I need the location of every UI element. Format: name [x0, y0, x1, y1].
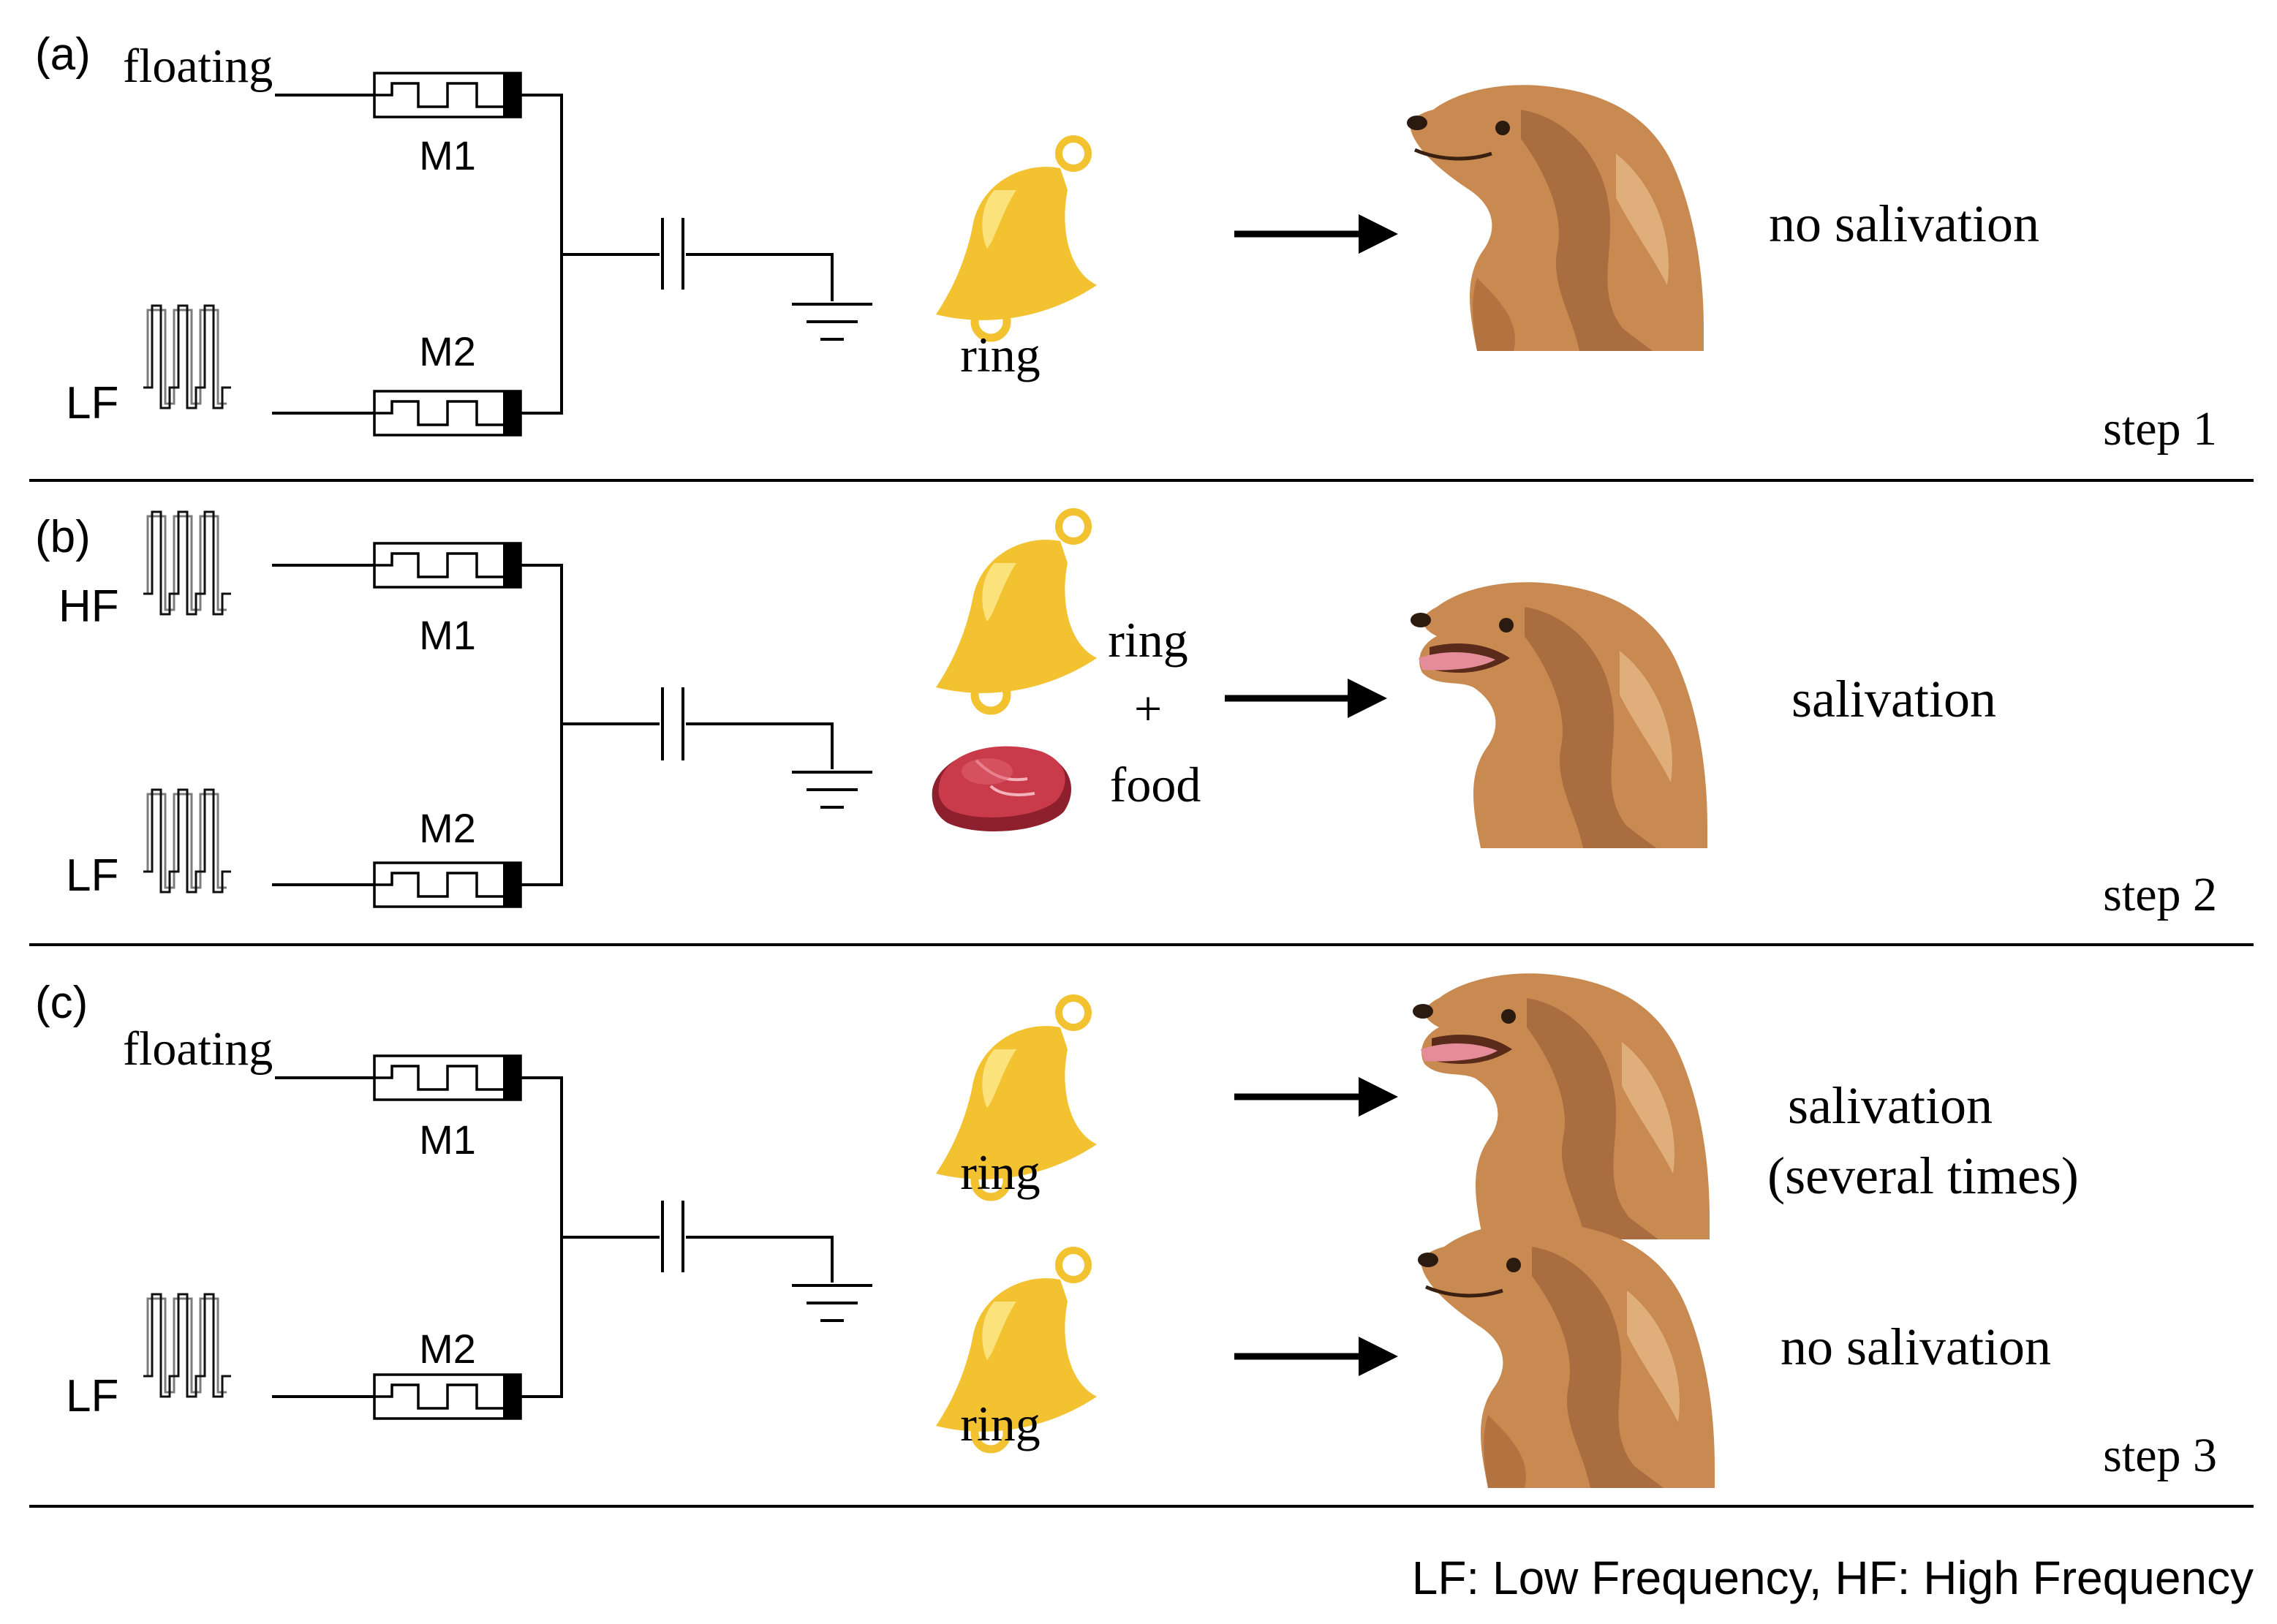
device-label: M1 [419, 132, 476, 178]
bottom-input-label: LF [66, 850, 118, 901]
capacitor-icon [661, 1201, 684, 1272]
device-label: M1 [419, 1117, 476, 1163]
top-input-label: floating [123, 1022, 273, 1076]
panel-a: (a) floating M1 LF M2 ring no salivation… [35, 29, 2217, 456]
stimulus-label: ring [960, 327, 1041, 382]
dog-head-icon [1407, 85, 1704, 351]
response-label: (several times) [1767, 1147, 2079, 1205]
device-label: M2 [419, 1326, 476, 1372]
capacitor-icon [661, 218, 684, 290]
square-pulse-icon [142, 304, 233, 409]
memristor-icon [373, 542, 522, 589]
top-input-label: HF [58, 581, 119, 632]
step-label: step 1 [2103, 402, 2217, 456]
ground-icon [790, 303, 874, 341]
stimulus-ring-label: ring [1108, 612, 1188, 668]
response-label: salivation [1791, 670, 1996, 728]
dog-head-icon [1413, 973, 1710, 1239]
memristor-icon [373, 390, 522, 437]
memristor-icon [373, 72, 522, 118]
panel-label: (a) [35, 29, 91, 80]
bottom-input-label: LF [66, 378, 118, 428]
stimulus-food-label: food [1110, 757, 1201, 812]
panel-label: (c) [35, 978, 88, 1028]
top-input-label: floating [123, 39, 273, 93]
panel-c: (c) floating M1 LF M2 ring ring salivati… [35, 973, 2217, 1488]
step-label: step 2 [2103, 868, 2217, 921]
device-label: M2 [419, 328, 476, 374]
device-label: M1 [419, 612, 476, 658]
step-label: step 3 [2103, 1429, 2217, 1482]
dog-head-icon [1418, 1222, 1715, 1488]
memristor-icon [373, 861, 522, 908]
square-pulse-icon [142, 510, 233, 616]
stimulus-plus-label: + [1134, 681, 1162, 736]
memristor-icon [373, 1373, 522, 1420]
response-label: salivation [1788, 1076, 1993, 1135]
bell-icon [936, 139, 1097, 338]
bell-icon [936, 512, 1097, 711]
stimulus-label: ring [960, 1144, 1041, 1200]
bottom-input-label: LF [66, 1371, 118, 1421]
device-label: M2 [419, 805, 476, 851]
response-label: no salivation [1769, 194, 2039, 253]
ground-icon [790, 771, 874, 809]
memristor-icon [373, 1054, 522, 1101]
capacitor-icon [661, 687, 684, 760]
footer-note: LF: Low Frequency, HF: High Frequency [1412, 1552, 2254, 1604]
square-pulse-icon [142, 788, 233, 894]
dog-head-icon [1411, 582, 1707, 848]
panel-label: (b) [35, 512, 91, 562]
panel-b: (b) HF M1 LF M2 ring + food salivation s… [35, 512, 2217, 921]
square-pulse-icon [142, 1293, 233, 1398]
ground-icon [790, 1284, 874, 1322]
stimulus-label: ring [960, 1396, 1041, 1451]
meat-icon [930, 744, 1073, 833]
response-label: no salivation [1781, 1318, 2051, 1376]
